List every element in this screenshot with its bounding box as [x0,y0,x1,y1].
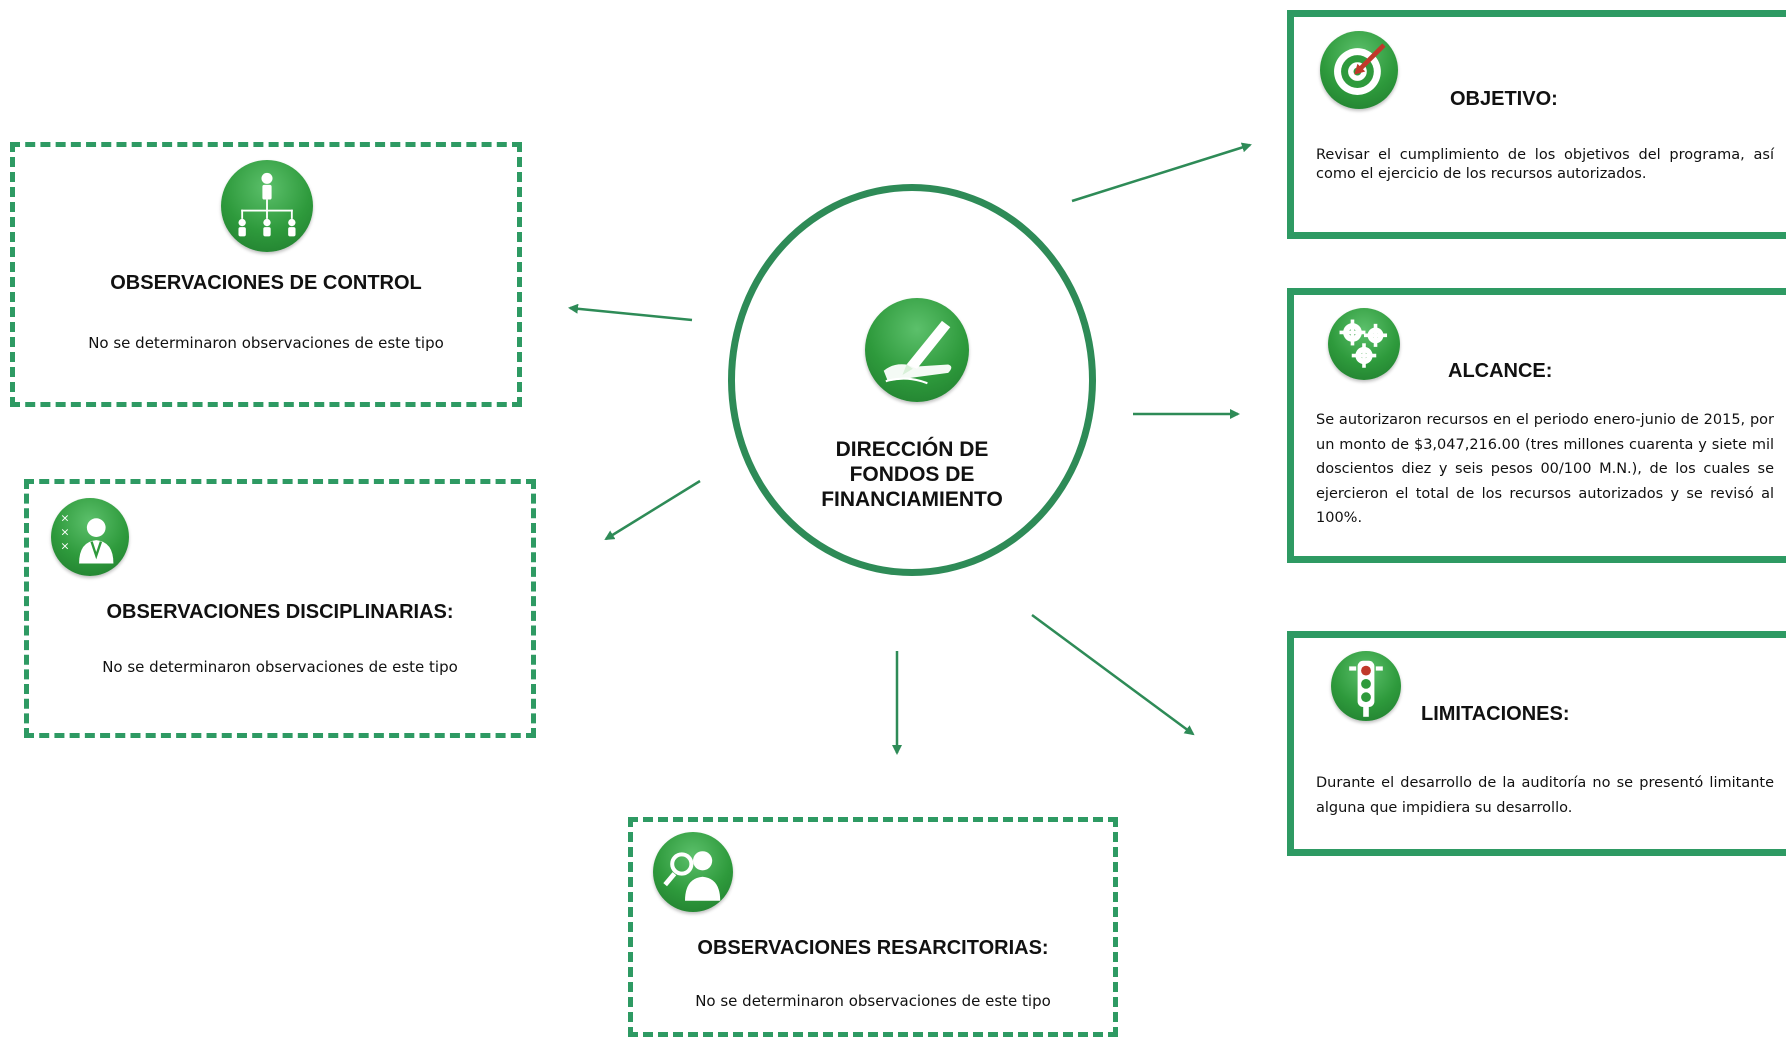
compensatory-title: OBSERVACIONES RESARCITORIAS: [697,937,1049,959]
target-icon [1320,31,1398,109]
svg-text:×: × [60,539,69,552]
arrow-to-control [568,303,693,322]
magnifier-person-icon [653,832,733,912]
center-title: DIRECCIÓN DE FONDOS DE FINANCIAMIENTO [821,438,1003,511]
disciplinary-title: OBSERVACIONES DISCIPLINARIAS: [106,601,454,623]
hand-writing-icon [865,298,969,402]
limitaciones-title: LIMITACIONES: [1421,703,1570,725]
org-chart-icon [221,160,313,252]
objetivo-title: OBJETIVO: [1450,88,1558,110]
objetivo-box: OBJETIVO: Revisar el cumplimiento de los… [1287,10,1786,239]
limitaciones-box: LIMITACIONES: Durante el desarrollo de l… [1287,631,1786,856]
traffic-light-icon [1331,651,1401,721]
alcance-title: ALCANCE: [1448,360,1553,382]
alcance-text: Se autorizaron recursos en el periodo en… [1316,412,1774,526]
objetivo-text: Revisar el cumplimiento de los objetivos… [1316,147,1774,182]
arrow-to-objetivo [1071,142,1252,203]
compensatory-text: No se determinaron observaciones de este… [695,992,1051,1010]
disciplinary-observations-box: × × × OBSERVACIONES DISCIPLINARIAS: No s… [24,479,536,738]
arrow-to-limitaciones [1031,613,1195,736]
disciplinary-text: No se determinaron observaciones de este… [102,658,458,676]
control-observations-box: OBSERVACIONES DE CONTROL No se determina… [10,142,522,407]
center-circle: DIRECCIÓN DE FONDOS DE FINANCIAMIENTO [728,184,1096,576]
control-text: No se determinaron observaciones de este… [88,334,444,352]
alcance-box: ALCANCE: Se autorizaron recursos en el p… [1287,288,1786,563]
gears-icon [1328,308,1400,380]
limitaciones-text: Durante el desarrollo de la auditoría no… [1316,775,1774,816]
compensatory-observations-box: OBSERVACIONES RESARCITORIAS: No se deter… [628,817,1118,1037]
control-title: OBSERVACIONES DE CONTROL [110,272,422,294]
arrow-to-disciplinarias [604,479,701,541]
svg-text:×: × [60,525,69,538]
doctor-xxx-icon: × × × [51,498,129,576]
svg-text:×: × [60,511,69,524]
